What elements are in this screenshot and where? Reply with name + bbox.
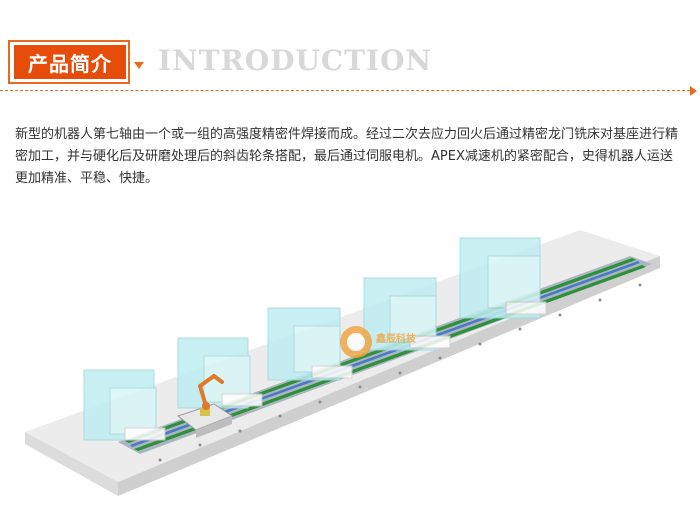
intro-paragraph: 新型的机器人第七轴由一个或一组的高强度精密件焊接而成。经过二次去应力回火后通过精… [15, 127, 679, 186]
robot-carriage [176, 403, 234, 438]
workstation-2 [177, 337, 263, 409]
watermark-text: 鑫辰科技 [375, 332, 417, 345]
arrow-right-icon [690, 86, 697, 96]
platform-top [25, 230, 660, 482]
section-title-english: INTRODUCTION [158, 44, 433, 77]
workstation-1 [83, 369, 166, 441]
section-title: 产品简介 [14, 45, 126, 79]
workstation-3 [267, 307, 353, 381]
robot-seventh-axis-illustration: 鑫辰科技 [25, 230, 660, 496]
company-logo-icon [340, 326, 372, 358]
arrow-down-icon [134, 62, 144, 69]
workstation-4 [363, 277, 451, 351]
section-header: 产品简介 INTRODUCTION [0, 0, 700, 100]
workstation-5 [459, 237, 547, 319]
platform-side [25, 432, 118, 496]
bolt-row [158, 283, 642, 462]
header-divider [0, 90, 690, 91]
